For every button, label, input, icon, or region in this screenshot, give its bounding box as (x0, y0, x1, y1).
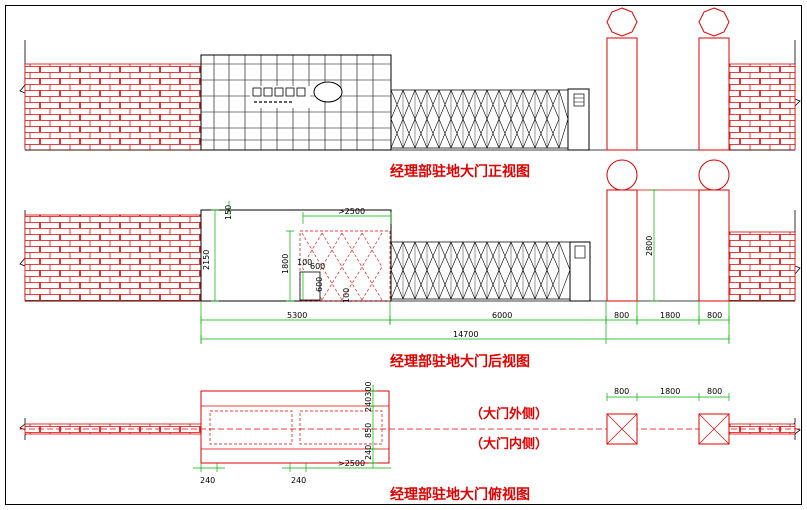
dim-gt2500-top: >2500 (338, 459, 365, 468)
gatehouse-back (200, 209, 392, 302)
back-view-title: 经理部驻地大门后视图 (390, 353, 530, 370)
dim-800-b: 800 (707, 311, 722, 320)
brick-wall-back-right (727, 231, 796, 302)
brick-wall-right (727, 63, 796, 151)
front-view: 经理部驻地大门正视图 (19, 7, 801, 180)
brick-wall-left (24, 63, 202, 151)
dim-gt2500-back: >2500 (338, 207, 365, 216)
dim-100-b: 100 (342, 288, 351, 303)
dim-5300: 5300 (287, 311, 307, 320)
dim-1800: 1800 (660, 311, 680, 320)
front-view-title: 经理部驻地大门正视图 (390, 163, 530, 180)
drawing-frame (5, 5, 802, 505)
outside-label: （大门外侧） (470, 406, 548, 422)
top-view: 240300 850 240 >2500 240 240 800 1800 80… (19, 381, 801, 503)
gatehouse-facade (200, 54, 392, 151)
brick-wall-back-left (24, 214, 202, 302)
back-view: 150 2150 >2500 1800 100 600 600 100 2800… (19, 159, 801, 370)
dim-850: 850 (364, 423, 373, 438)
dim-1800-top: 1800 (660, 387, 680, 396)
guard-box-icon (567, 88, 590, 151)
logo-ellipse-icon (313, 81, 343, 103)
sliding-gate-icon (390, 89, 569, 149)
pillar-plan-icon (606, 413, 730, 445)
gate-pillar-icon (606, 7, 730, 151)
dim-800-a: 800 (614, 311, 629, 320)
back-dimensions (200, 189, 730, 344)
dim-14700: 14700 (453, 330, 478, 339)
dim-240-a: 240 (200, 476, 215, 485)
dim-2800: 2800 (645, 236, 654, 256)
dim-150: 150 (224, 205, 233, 220)
dim-240-side: 240 (364, 445, 373, 460)
gatehouse-plan (200, 390, 390, 464)
dim-800-top-a: 800 (614, 387, 629, 396)
top-view-title: 经理部驻地大门俯视图 (390, 486, 530, 503)
dim-600-b: 600 (315, 277, 324, 292)
dim-800-top-b: 800 (707, 387, 722, 396)
dim-1800-left: 1800 (281, 254, 290, 274)
inside-label: （大门内侧） (470, 436, 548, 452)
dim-2150: 2150 (202, 250, 211, 270)
dim-240-b: 240 (291, 476, 306, 485)
dim-240-300: 240300 (364, 381, 373, 412)
sliding-gate-back (390, 241, 571, 300)
dim-600-a: 600 (310, 262, 325, 271)
dim-100-a: 100 (297, 258, 312, 267)
dim-6000: 6000 (492, 311, 512, 320)
